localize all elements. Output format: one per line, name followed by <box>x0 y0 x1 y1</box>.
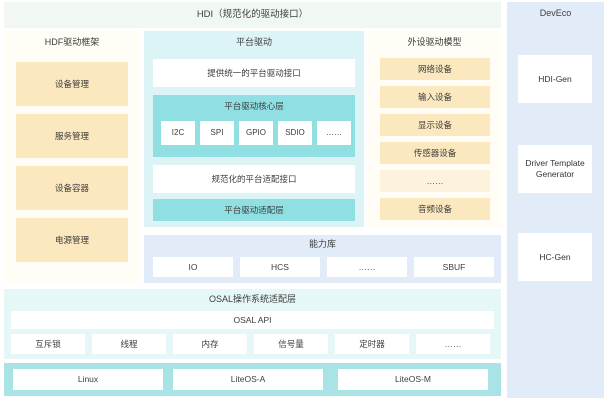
peripheral-item-label: 输入设备 <box>417 91 452 102</box>
peripheral-item-label: 音频设备 <box>417 203 452 214</box>
capability-item-more[interactable]: …… <box>327 257 407 277</box>
peripheral-model-title-wrap: 外设驱动模型 <box>368 35 501 51</box>
osal-item-label: …… <box>444 338 462 349</box>
deveco-item-label: Driver Template Generator <box>525 158 585 179</box>
capability-item-sbuf[interactable]: SBUF <box>414 257 494 277</box>
deveco-item-label: HC-Gen <box>539 251 571 262</box>
capability-item-label: SBUF <box>442 261 466 272</box>
platform-unified-interface[interactable]: 提供统一的平台驱动接口 <box>153 59 355 87</box>
deveco-title: DevEco <box>539 8 572 19</box>
platform-adapt-interface-label: 规范化的平台适配接口 <box>211 173 297 184</box>
osal-item-label: 信号量 <box>278 338 304 349</box>
peripheral-item-more[interactable]: …… <box>380 170 490 192</box>
platform-adapt-layer[interactable]: 平台驱动适配层 <box>153 199 355 221</box>
os-item-liteos-m[interactable]: LiteOS-M <box>338 369 488 390</box>
deveco-item-hc-gen[interactable]: HC-Gen <box>518 233 592 281</box>
deveco-item-label: HDI-Gen <box>538 73 572 84</box>
platform-chip-label: SDIO <box>285 128 305 137</box>
osal-item-mutex[interactable]: 互斥锁 <box>11 334 85 354</box>
hdf-framework-title-wrap: HDF驱动框架 <box>4 35 140 51</box>
osal-api-label: OSAL API <box>233 314 272 325</box>
peripheral-item-label: 显示设备 <box>417 119 452 130</box>
platform-chip-gpio[interactable]: GPIO <box>239 121 273 145</box>
os-item-label: LiteOS-A <box>230 374 266 385</box>
hdf-item-device-management[interactable]: 设备管理 <box>16 62 128 106</box>
platform-chip-i2c[interactable]: I2C <box>161 121 195 145</box>
hdf-framework-title: HDF驱动框架 <box>44 37 100 48</box>
platform-adapt-layer-label: 平台驱动适配层 <box>224 204 284 215</box>
platform-driver-title-wrap: 平台驱动 <box>144 35 364 51</box>
hdf-item-label: 设备容器 <box>54 182 89 193</box>
osal-item-label: 线程 <box>120 338 138 349</box>
peripheral-item-label: …… <box>426 175 444 186</box>
platform-chip-label: SPI <box>210 128 224 137</box>
osal-title: OSAL操作系统适配层 <box>208 294 296 305</box>
peripheral-model-title: 外设驱动模型 <box>407 37 462 48</box>
osal-item-more[interactable]: …… <box>416 334 490 354</box>
peripheral-item-input-device[interactable]: 输入设备 <box>380 86 490 108</box>
os-item-liteos-a[interactable]: LiteOS-A <box>173 369 323 390</box>
peripheral-item-audio-device[interactable]: 音频设备 <box>380 198 490 220</box>
osal-item-memory[interactable]: 内存 <box>173 334 247 354</box>
peripheral-item-display-device[interactable]: 显示设备 <box>380 114 490 136</box>
capability-item-label: HCS <box>271 261 289 272</box>
platform-chip-label: …… <box>326 128 342 137</box>
hdi-header-bar: HDI（规范化的驱动接口） <box>4 2 501 28</box>
capability-library-title: 能力库 <box>308 239 336 250</box>
peripheral-item-label: 传感器设备 <box>413 147 457 158</box>
capability-item-label: …… <box>358 261 376 272</box>
hdf-item-label: 电源管理 <box>54 234 89 245</box>
osal-item-timer[interactable]: 定时器 <box>335 334 409 354</box>
platform-chip-sdio[interactable]: SDIO <box>278 121 312 145</box>
peripheral-item-label: 网络设备 <box>417 63 452 74</box>
hdf-item-label: 设备管理 <box>54 78 89 89</box>
osal-api-bar[interactable]: OSAL API <box>11 311 494 329</box>
hdi-title: HDI（规范化的驱动接口） <box>196 9 309 21</box>
deveco-item-hdi-gen[interactable]: HDI-Gen <box>518 55 592 103</box>
osal-item-label: 定时器 <box>359 338 385 349</box>
hdf-item-device-container[interactable]: 设备容器 <box>16 166 128 210</box>
osal-title-wrap: OSAL操作系统适配层 <box>4 292 501 308</box>
hdf-item-service-management[interactable]: 服务管理 <box>16 114 128 158</box>
platform-core-layer-title-wrap: 平台驱动核心层 <box>153 99 355 113</box>
capability-library-title-wrap: 能力库 <box>144 238 501 252</box>
platform-core-layer-title: 平台驱动核心层 <box>224 100 284 111</box>
deveco-column-title-wrap: DevEco <box>507 6 604 22</box>
osal-item-semaphore[interactable]: 信号量 <box>254 334 328 354</box>
capability-item-hcs[interactable]: HCS <box>240 257 320 277</box>
platform-chip-label: I2C <box>171 128 185 137</box>
platform-chip-label: GPIO <box>245 128 266 137</box>
peripheral-item-sensor-device[interactable]: 传感器设备 <box>380 142 490 164</box>
platform-chip-more[interactable]: …… <box>317 121 351 145</box>
os-item-label: LiteOS-M <box>395 374 431 385</box>
platform-adapt-interface[interactable]: 规范化的平台适配接口 <box>153 165 355 193</box>
hdf-item-power-management[interactable]: 电源管理 <box>16 218 128 262</box>
osal-item-thread[interactable]: 线程 <box>92 334 166 354</box>
os-item-linux[interactable]: Linux <box>13 369 163 390</box>
osal-item-label: 互斥锁 <box>35 338 61 349</box>
osal-item-label: 内存 <box>201 338 219 349</box>
platform-driver-title: 平台驱动 <box>235 37 272 48</box>
os-item-label: Linux <box>77 374 99 385</box>
deveco-item-driver-template-generator[interactable]: Driver Template Generator <box>518 145 592 193</box>
hdf-item-label: 服务管理 <box>54 130 89 141</box>
capability-item-io[interactable]: IO <box>153 257 233 277</box>
platform-chip-spi[interactable]: SPI <box>200 121 234 145</box>
peripheral-item-network-device[interactable]: 网络设备 <box>380 58 490 80</box>
platform-unified-interface-label: 提供统一的平台驱动接口 <box>207 67 301 78</box>
capability-item-label: IO <box>188 261 198 272</box>
